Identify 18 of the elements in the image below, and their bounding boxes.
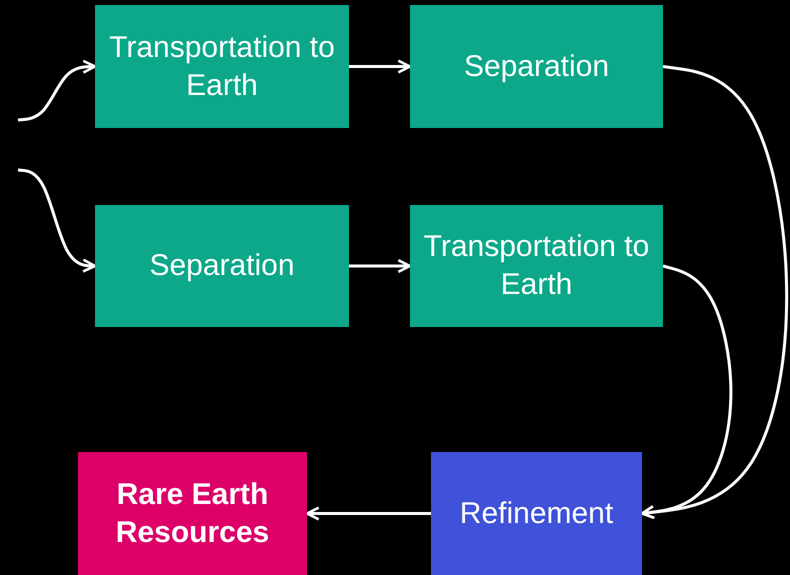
arrow: [349, 59, 412, 74]
arrow: [640, 264, 732, 520]
process-box: [431, 452, 642, 575]
arrow: [306, 506, 431, 521]
box-label: Separation: [149, 248, 295, 284]
process-box: [410, 5, 663, 128]
box-label: Rare Earth Resources: [114, 476, 270, 550]
process-box: [95, 205, 349, 327]
arrow: [18, 60, 96, 122]
arrow: [349, 258, 412, 274]
arrow: [18, 168, 96, 273]
box-label: Transportation to Earth: [422, 229, 650, 303]
box-label: Transportation to Earth: [108, 30, 336, 104]
process-box: [410, 205, 663, 327]
box-label: Separation: [464, 48, 610, 84]
process-box: [95, 5, 349, 128]
result-box: [78, 452, 307, 575]
box-label: Refinement: [460, 496, 614, 532]
